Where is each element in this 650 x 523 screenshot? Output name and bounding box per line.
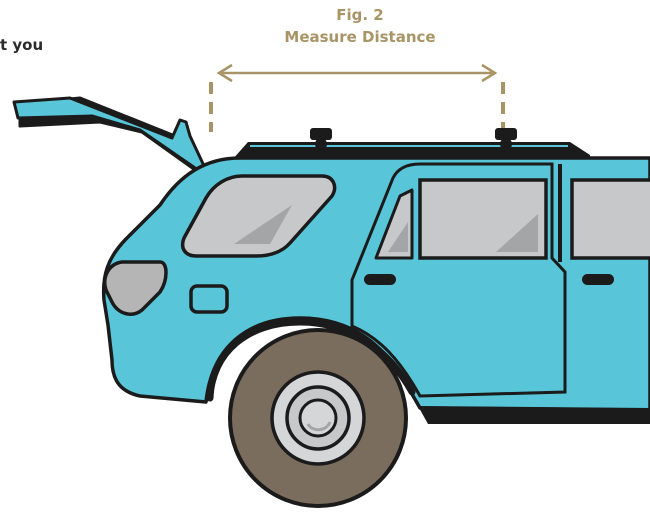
front-door-handle: [582, 274, 614, 285]
open-tailgate: [14, 98, 205, 172]
fuel-door: [191, 286, 227, 312]
measurement-guide: [211, 65, 503, 132]
rocker-panel: [418, 406, 650, 424]
rear-door-main-window: [420, 180, 546, 258]
front-door-window: [572, 180, 650, 258]
rear-wheel: [230, 330, 406, 506]
rear-door-handle: [364, 274, 396, 285]
